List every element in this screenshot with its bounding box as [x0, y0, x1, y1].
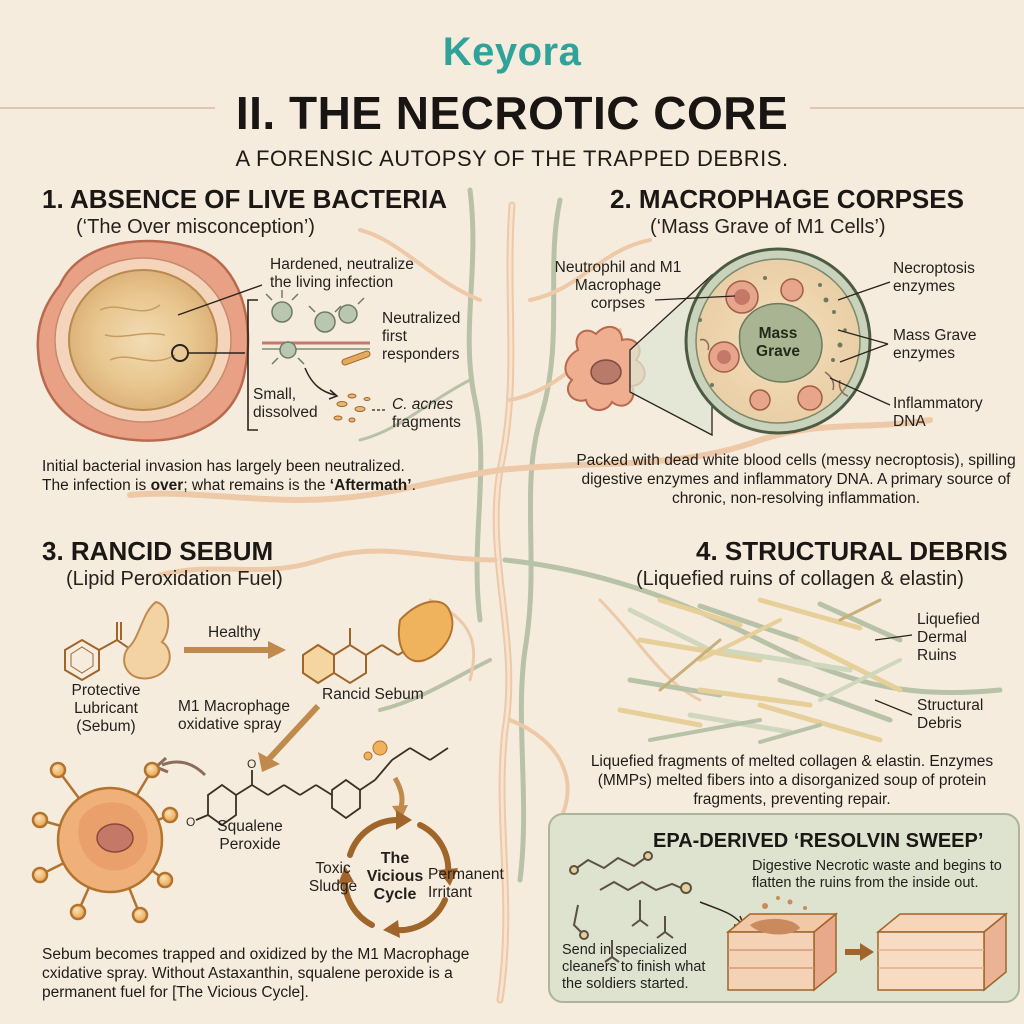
oxidation-bead-1 — [372, 740, 388, 756]
epa-text-cleaners: Send in specialized cleaners to finish w… — [562, 942, 706, 992]
dead-responders-cluster — [262, 290, 371, 366]
label-healthy: Healthy — [208, 624, 261, 641]
label-corpses: Neutrophil and M1 Macrophage corpses — [554, 259, 682, 312]
oxidation-bead-2 — [363, 751, 373, 761]
leader-structural — [874, 699, 913, 716]
label-necroptosis-enzymes: Necroptosis enzymes — [893, 260, 975, 295]
section1-para-l2a: The infection is — [42, 477, 151, 494]
leader-corpses — [654, 295, 736, 301]
sebum-droplet — [123, 600, 171, 680]
section2-heading: 2. MACROPHAGE CORPSES — [610, 184, 964, 214]
pimple-cross-section — [36, 239, 250, 442]
rancid-blob — [397, 600, 454, 663]
bracket-zoom — [247, 299, 258, 431]
label-protective-lubricant: Protective Lubricant (Sebum) — [71, 682, 141, 735]
arrow-m1spray — [265, 703, 321, 763]
leader-mge-2 — [839, 343, 889, 363]
m1-macrophage — [31, 761, 179, 924]
label-small-dissolved: Small, dissolved — [253, 386, 318, 421]
label-toxic-sludge: Toxic Sludge — [308, 860, 358, 895]
tissue-block-ruined — [725, 896, 839, 992]
section3-paragraph: Sebum becomes trapped and oxidized by th… — [42, 946, 470, 1001]
cacnes-fragments — [333, 393, 371, 423]
mass-grave-circle — [684, 247, 872, 435]
label-cacnes-rest: fragments — [392, 414, 461, 431]
label-vicious-cycle: The Vicious Cycle — [366, 850, 424, 903]
arrow-squalene-down — [392, 776, 405, 811]
section1-para-line1: Initial bacterial invasion has largely b… — [42, 458, 405, 475]
label-cacnes-species: C. acnes — [392, 396, 454, 413]
page-title: II. THE NECROTIC CORE — [235, 87, 789, 139]
label-mass-grave: Mass Grave — [756, 325, 800, 360]
arrow-dissolve — [304, 367, 336, 396]
benzene-ketone-healthy — [64, 622, 134, 682]
leader-necroptosis — [837, 281, 891, 301]
oxygen-label-left: O — [186, 815, 195, 829]
section1-para-over: over — [150, 477, 184, 494]
label-squalene-peroxide: Squalene Peroxide — [217, 818, 283, 853]
epa-title: EPA-DERIVED ‘RESOLVIN SWEEP’ — [653, 830, 984, 852]
leader-mge-1 — [837, 329, 889, 345]
section1-heading: 1. ABSENCE OF LIVE BACTERIA — [42, 184, 447, 214]
section2-subheading: (‘Mass Grave of M1 Cells’) — [650, 216, 886, 238]
label-cacnes-fragments: C. acnes fragments — [392, 396, 482, 432]
leader-hardened — [177, 284, 263, 316]
section4-subheading: (Liquefied ruins of collagen & elastin) — [636, 568, 964, 590]
label-inflammatory-dna: Inflammatory DNA — [893, 395, 983, 430]
squalene-peroxide-chain — [195, 747, 449, 827]
section4-heading: 4. STRUCTURAL DEBRIS — [696, 536, 1008, 566]
label-rancid-sebum: Rancid Sebum — [322, 686, 424, 703]
label-permanent-irritant: Permanent Irritant — [428, 866, 504, 901]
section3-subheading: (Lipid Peroxidation Fuel) — [66, 568, 283, 590]
section1-para-l2e: . — [411, 477, 416, 494]
page-subtitle: A FORENSIC AUTOPSY OF THE TRAPPED DEBRIS… — [235, 146, 789, 171]
collagen-fiber-mesh — [617, 597, 903, 744]
leader-liquefied — [874, 634, 913, 641]
label-liquefied-dermal-ruins: Liquefied Dermal Ruins — [917, 611, 980, 664]
section3-heading: 3. RANCID SEBUM — [42, 536, 274, 566]
label-structural-debris: Structural Debris — [917, 697, 984, 732]
label-hardened: Hardened, neutralize the living infectio… — [270, 256, 414, 291]
section2-paragraph: Packed with dead white blood cells (mess… — [576, 452, 1016, 507]
resolvin-molecules — [569, 851, 692, 963]
rancid-molecule — [302, 628, 415, 685]
section1-subheading: (‘The Over misconception’) — [76, 216, 315, 238]
section1-para-aftermath: ‘Aftermath’ — [329, 477, 412, 494]
label-neutralized: Neutralized first responders — [382, 310, 461, 363]
section1-para-l2c: ; what remains is the — [183, 477, 330, 494]
label-mass-grave-enzymes: Mass Grave enzymes — [893, 327, 977, 362]
label-m1-spray: M1 Macrophage oxidative spray — [178, 698, 291, 733]
macrophage-corpse — [564, 325, 646, 411]
section4-paragraph: Liquefied fragments of melted collagen &… — [590, 753, 994, 808]
section1-paragraph: Initial bacterial invasion has largely b… — [42, 457, 482, 495]
epa-text-digestive: Digestive Necrotic waste and begins to f… — [752, 858, 1002, 891]
arrow-back-to-macrophage — [161, 760, 207, 777]
leader-dna — [829, 377, 891, 406]
vicious-cycle-arrows — [341, 816, 452, 934]
tissue-block-restored — [875, 912, 1009, 992]
brand-logo: Keyora — [442, 30, 582, 74]
oxygen-label-top: O — [247, 757, 256, 771]
arrow-to-tissue — [699, 901, 741, 923]
vicious-cycle-arrowheads — [338, 810, 458, 938]
